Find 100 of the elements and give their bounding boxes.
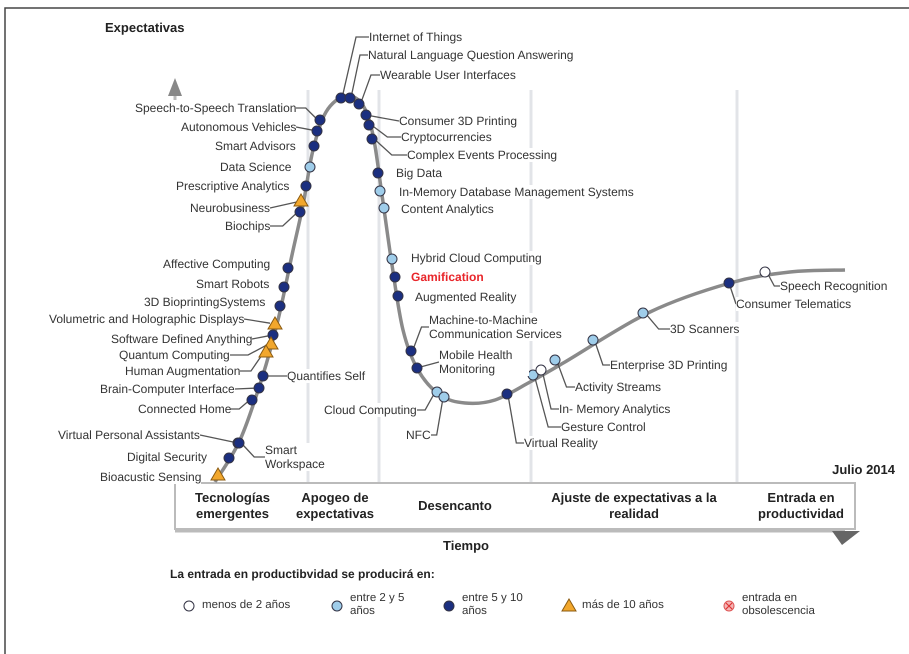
leader-line bbox=[242, 444, 265, 458]
technology-label: Smart Advisors bbox=[215, 139, 296, 153]
axis-title: Tiempo bbox=[442, 538, 490, 554]
legend-text: menos de 2 años bbox=[202, 599, 290, 612]
leader-line bbox=[508, 398, 524, 444]
dot-icon bbox=[378, 202, 390, 214]
dot-icon bbox=[638, 308, 648, 318]
leader-line bbox=[361, 74, 380, 100]
dot-icon bbox=[360, 110, 372, 120]
dot-icon bbox=[278, 282, 290, 292]
dot-icon bbox=[300, 180, 312, 192]
technology-label: Volumetric and Holographic Displays bbox=[49, 312, 244, 326]
leader-line bbox=[240, 354, 262, 372]
leader-line bbox=[234, 388, 254, 390]
phase-label: Tecnologías emergentes bbox=[194, 490, 271, 522]
triangle-icon bbox=[258, 344, 274, 358]
dot-icon bbox=[258, 370, 268, 382]
legend-title: La entrada en productibvidad se producirá en: bbox=[170, 566, 435, 582]
technology-label: Augmented Reality bbox=[415, 290, 516, 304]
dot-icon bbox=[364, 120, 374, 130]
technology-label: Smart Robots bbox=[196, 277, 270, 291]
leader-line bbox=[230, 344, 266, 356]
dot-icon bbox=[386, 254, 398, 264]
dot-icon bbox=[412, 362, 422, 374]
technology-label: Bioacustic Sensing bbox=[100, 470, 202, 484]
dot-icon bbox=[312, 126, 322, 136]
technology-label: Mobile Health Monitoring bbox=[439, 348, 529, 376]
technology-label: In- Memory Analytics bbox=[559, 402, 670, 416]
technology-label: Speech-to-Speech Translation bbox=[135, 101, 296, 115]
dot-icon bbox=[282, 262, 294, 274]
leader-line bbox=[270, 201, 296, 209]
dot-icon bbox=[354, 98, 364, 110]
technology-label: 3D BioprintingSystems bbox=[144, 295, 266, 309]
leader-line bbox=[534, 379, 561, 428]
dot-icon bbox=[438, 392, 450, 402]
technology-label: Big Data bbox=[396, 166, 442, 180]
technology-label: Virtual Personal Assistants bbox=[58, 428, 200, 442]
technology-label: Hybrid Cloud Computing bbox=[411, 251, 542, 265]
leader-line bbox=[296, 126, 312, 131]
technology-label: 3D Scanners bbox=[670, 322, 740, 336]
leader-line bbox=[376, 140, 407, 156]
legend-text: entrada en obsolescencia bbox=[742, 592, 816, 618]
axis-title: Expectativas bbox=[105, 20, 184, 36]
dot-icon bbox=[246, 394, 258, 406]
leader-line bbox=[200, 434, 234, 443]
dot-icon bbox=[392, 290, 404, 302]
technology-label: Quantifies Self bbox=[287, 369, 366, 383]
technology-label: Speech Recognition bbox=[780, 279, 888, 293]
technology-label: Data Science bbox=[220, 160, 292, 174]
technology-label: Connected Home bbox=[138, 402, 232, 416]
dot-icon bbox=[374, 186, 386, 196]
technology-label: Natural Language Question Answering bbox=[368, 48, 574, 62]
technology-label: Prescriptive Analytics bbox=[176, 179, 290, 193]
technology-label: Consumer 3D Printing bbox=[399, 114, 518, 128]
technology-label: Affective Computing bbox=[163, 257, 270, 271]
technology-label: Internet of Things bbox=[369, 30, 462, 44]
triangle-icon bbox=[293, 193, 309, 206]
leader-line bbox=[252, 335, 268, 340]
technology-label: Virtual Reality bbox=[524, 436, 598, 450]
phase-label: Ajuste de expectativas a la realidad bbox=[550, 490, 718, 522]
leader-line bbox=[417, 395, 434, 411]
technology-label: Activity Streams bbox=[575, 380, 662, 394]
dot-icon bbox=[254, 382, 264, 394]
leader-line bbox=[413, 326, 429, 348]
leader-line bbox=[373, 126, 401, 138]
technology-label: Human Augmentation bbox=[125, 364, 240, 378]
technology-label: Wearable User Interfaces bbox=[380, 68, 516, 82]
technology-label: Gesture Control bbox=[561, 420, 646, 434]
leader-line bbox=[296, 107, 316, 118]
technology-label: Complex Events Processing bbox=[407, 148, 558, 162]
dot-icon bbox=[274, 300, 286, 312]
dot-icon bbox=[588, 334, 598, 346]
phase-label: Apogeo de expectativas bbox=[294, 490, 376, 522]
technology-label: Consumer Telematics bbox=[736, 297, 852, 311]
legend-text: entre 2 y 5 años bbox=[350, 592, 406, 618]
leader-line bbox=[422, 361, 440, 368]
dot-icon bbox=[390, 272, 400, 282]
dot-icon bbox=[294, 206, 306, 218]
leader-line bbox=[431, 402, 444, 436]
dot-icon bbox=[502, 388, 512, 400]
technology-label: Enterprise 3D Printing bbox=[610, 358, 728, 372]
leader-line bbox=[595, 344, 610, 366]
technology-label: Cryptocurrencies bbox=[401, 130, 492, 144]
dot-icon bbox=[304, 162, 316, 172]
dot-icon bbox=[308, 140, 320, 152]
leader-line bbox=[231, 401, 248, 410]
date-label: Julio 2014 bbox=[831, 462, 895, 478]
technology-label: Quantum Computing bbox=[119, 348, 230, 362]
leader-line bbox=[542, 374, 559, 410]
leader-line bbox=[342, 36, 369, 94]
dot-icon bbox=[536, 364, 546, 376]
leader-line bbox=[244, 318, 270, 324]
technology-label: Gamification bbox=[411, 270, 484, 284]
dot-icon bbox=[550, 354, 560, 366]
technology-label: Brain-Computer Interface bbox=[100, 382, 235, 396]
leader-line bbox=[557, 364, 575, 388]
dot-icon bbox=[406, 346, 416, 356]
technology-label: In-Memory Database Management Systems bbox=[399, 185, 634, 199]
legend-text: más de 10 años bbox=[582, 599, 664, 612]
leader-line bbox=[768, 275, 780, 287]
